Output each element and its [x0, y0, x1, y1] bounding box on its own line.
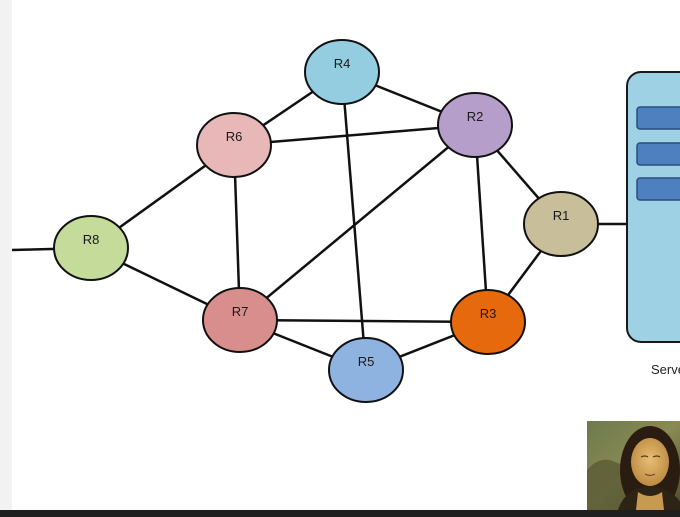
server-box [626, 71, 680, 343]
server-bar-3 [636, 177, 680, 201]
node-label-r2: R2 [467, 109, 484, 124]
node-r2: R2 [437, 92, 513, 158]
node-circle-r2 [437, 92, 513, 158]
node-label-r7: R7 [232, 304, 249, 319]
edge-R6-R2 [233, 123, 476, 147]
node-circle-r1 [523, 191, 599, 257]
bottom-bar [0, 510, 680, 517]
node-label-r5: R5 [358, 354, 375, 369]
node-r8: R8 [53, 215, 129, 281]
node-label-r1: R1 [553, 208, 570, 223]
node-label-r4: R4 [334, 56, 351, 71]
node-circle-r4 [304, 39, 380, 105]
node-r3: R3 [450, 289, 526, 355]
node-circle-r6 [196, 112, 272, 178]
server-bar-2 [636, 142, 680, 166]
node-r7: R7 [202, 287, 278, 353]
node-circle-r5 [328, 337, 404, 403]
edge-R4-R5 [340, 71, 368, 371]
edge-R2-R7 [239, 124, 476, 321]
node-circle-r7 [202, 287, 278, 353]
node-label-r6: R6 [226, 129, 243, 144]
node-label-r8: R8 [83, 232, 100, 247]
node-r1: R1 [523, 191, 599, 257]
node-r6: R6 [196, 112, 272, 178]
node-circle-r3 [450, 289, 526, 355]
edge-R7-R3 [239, 318, 489, 324]
node-r4: R4 [304, 39, 380, 105]
node-r5: R5 [328, 337, 404, 403]
page-left-edge [0, 0, 12, 517]
server-bar-1 [636, 106, 680, 130]
server-body [626, 71, 680, 343]
server-label: Serve [651, 362, 680, 377]
node-circle-r8 [53, 215, 129, 281]
mona-lisa-image [587, 421, 680, 510]
node-label-r3: R3 [480, 306, 497, 321]
